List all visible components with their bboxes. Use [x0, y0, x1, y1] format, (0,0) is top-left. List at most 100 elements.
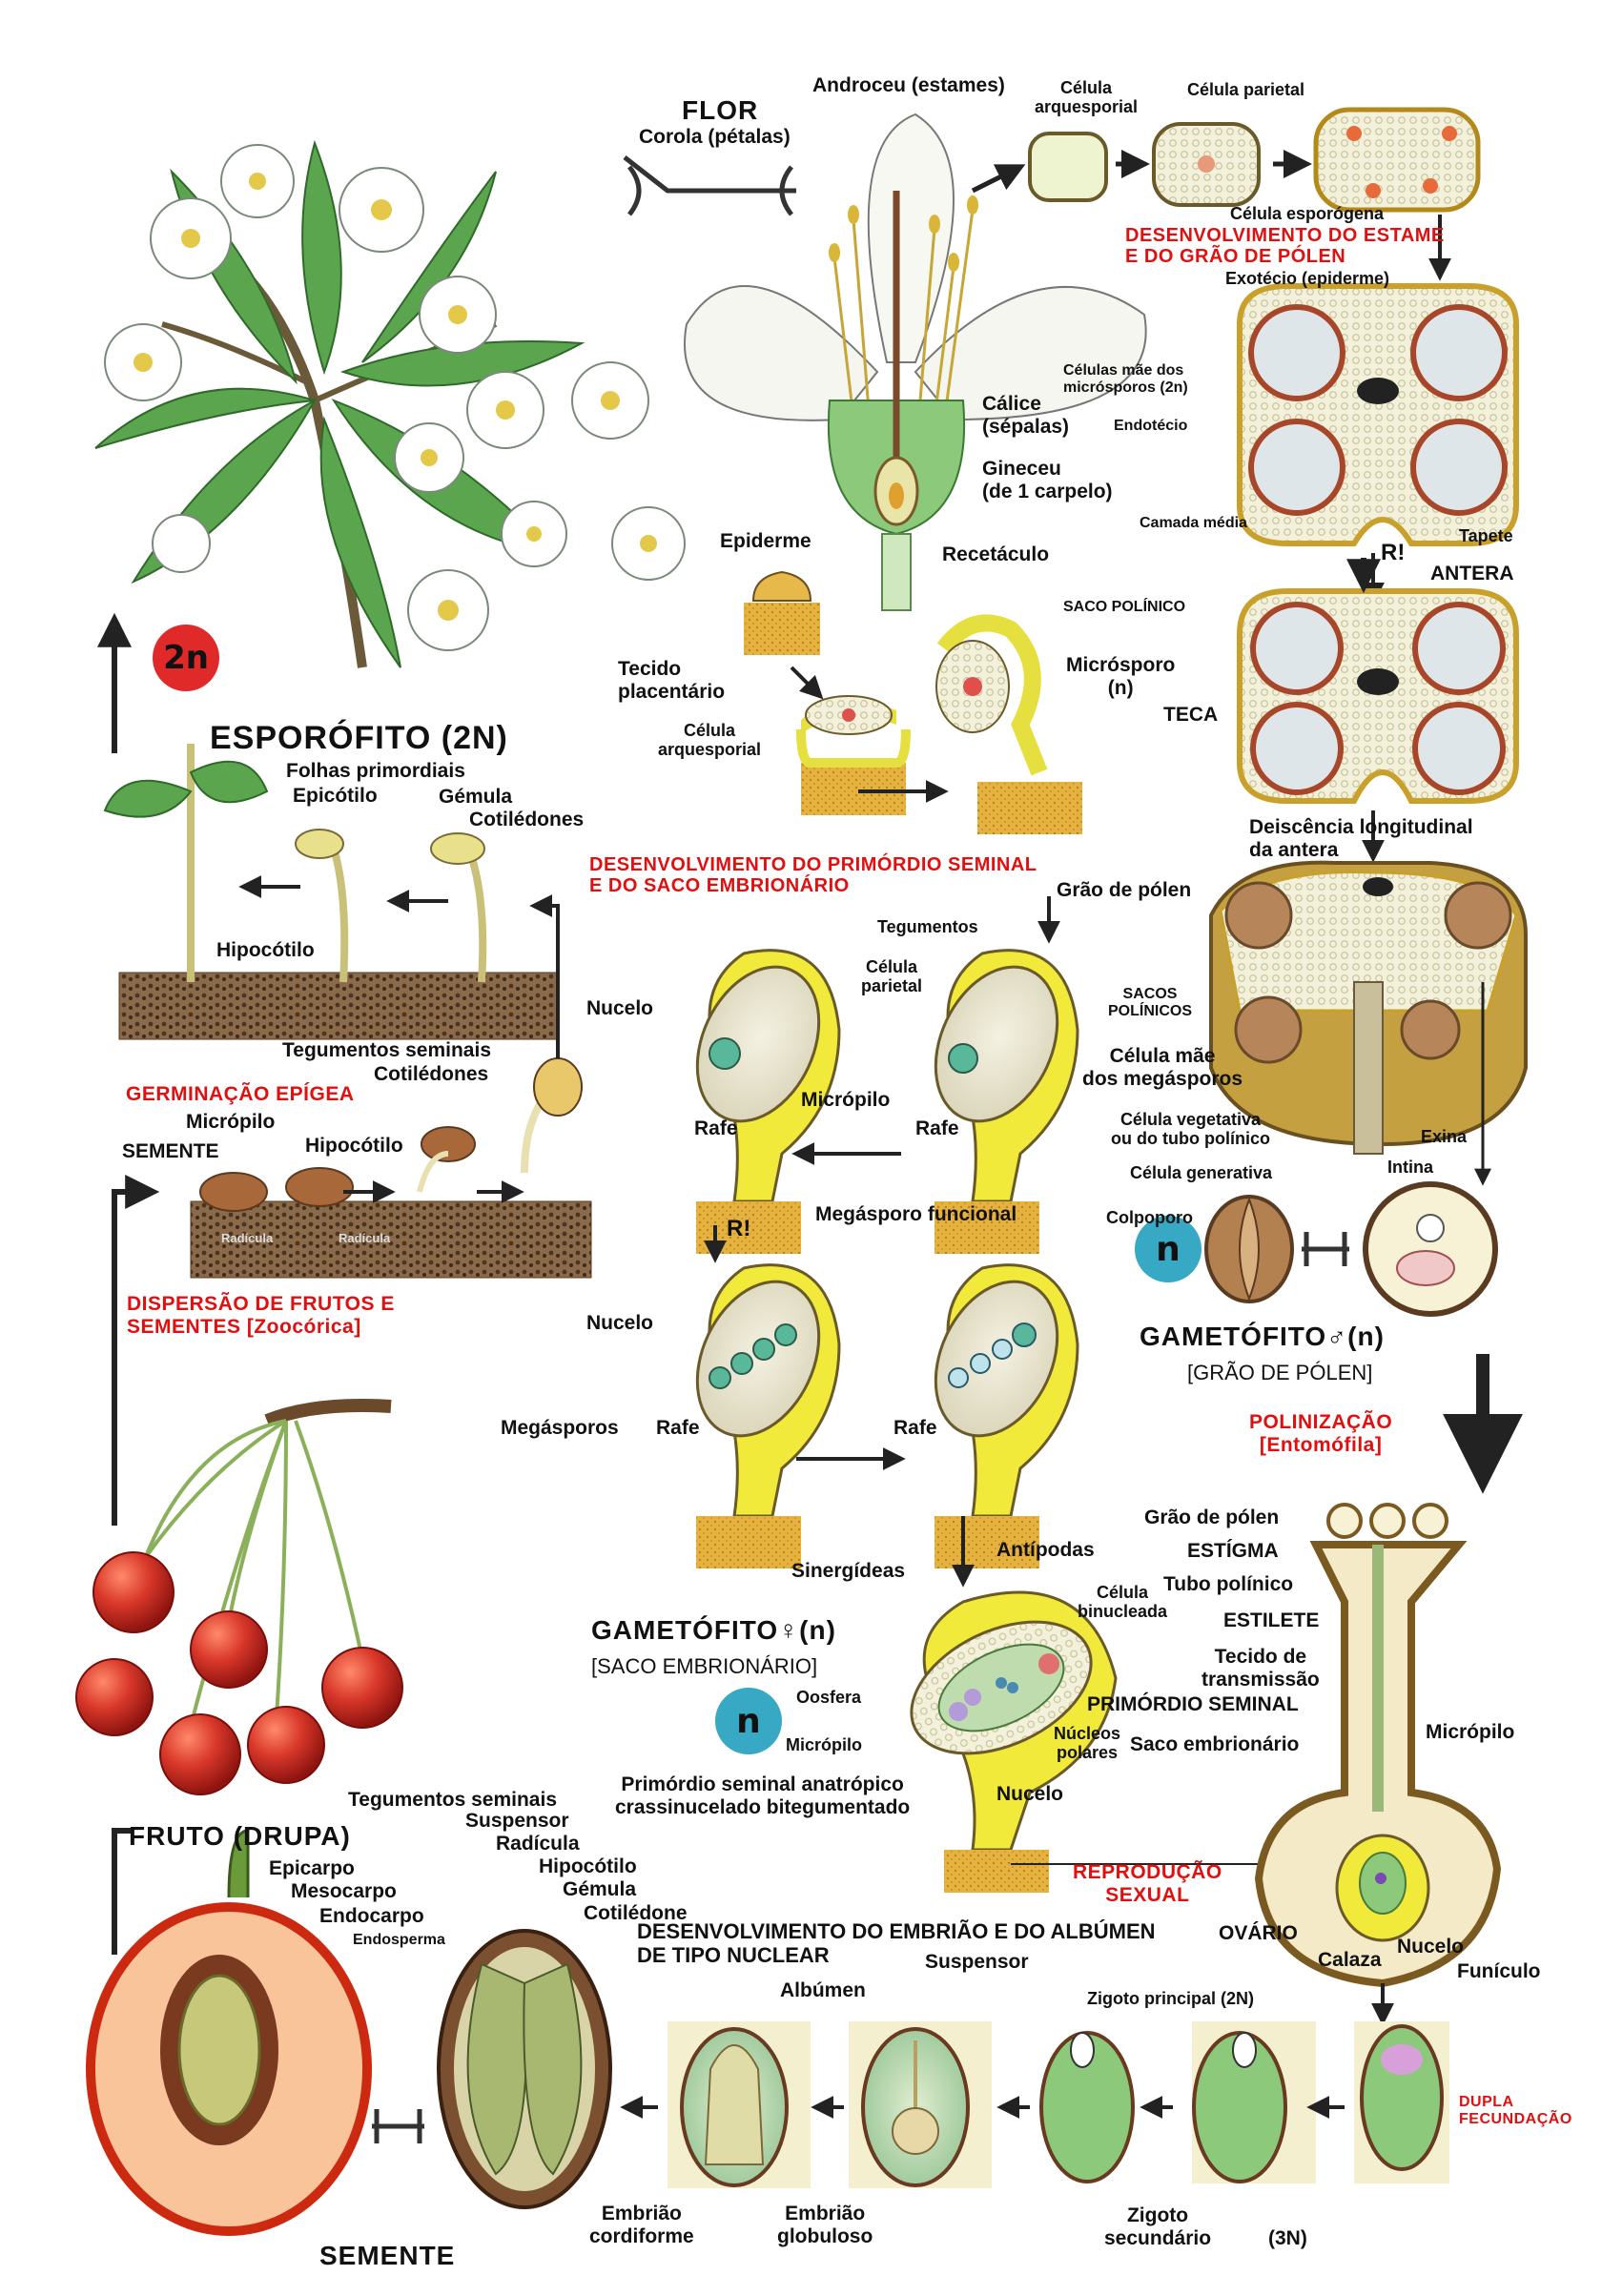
heading-primordio: DESENVOLVIMENTO DO PRIMÓRDIO SEMINAL E D…: [589, 854, 1037, 897]
label-tecido-transmissao: Tecido de transmissão: [1202, 1646, 1320, 1691]
label-sinergideas: Sinergídeas: [791, 1560, 906, 1582]
label-antipodas: Antípodas: [996, 1539, 1095, 1561]
label-micropilo-pistil: Micrópilo: [1426, 1721, 1515, 1743]
heading-dupla-fecundacao: DUPLA FECUNDAÇÃO: [1459, 2094, 1572, 2127]
label-nucelo-pistil: Nucelo: [1397, 1936, 1465, 1958]
label-suspensor-seed: Suspensor: [465, 1810, 569, 1832]
label-calaza: Calaza: [1318, 1949, 1382, 1971]
label-albumen: Albúmen: [780, 1979, 866, 2001]
label-anatropico: Primórdio seminal anatrópico crassinucel…: [615, 1773, 911, 1818]
label-celula-arquesporial-ovule: Célula arquesporial: [658, 721, 762, 760]
drupa-section: [86, 1829, 372, 2236]
label-nucelo-2: Nucelo: [586, 1312, 654, 1334]
label-embriao-globuloso: Embrião globuloso: [777, 2203, 873, 2247]
anther-cross-section-2: [1237, 588, 1519, 804]
label-tegumentos-germ: Tegumentos seminais: [282, 1039, 492, 1061]
label-epicotilo: Epicótilo: [293, 785, 378, 807]
label-saco-embrionario: Saco embrionário: [1130, 1733, 1300, 1755]
label-grao-polen-anther: Grão de pólen: [1057, 879, 1192, 901]
label-tecido-placentario: Tecido placentário: [618, 658, 726, 703]
label-cotiledones-germ: Cotilédones: [374, 1063, 489, 1085]
label-zigoto-principal: Zigoto principal (2N): [1087, 1989, 1254, 2008]
label-radicula-germ-2: Radícula: [339, 1231, 391, 1245]
female-gametophyte-title: GAMETÓFITO♀(n): [591, 1615, 836, 1645]
label-calice: Cálice (sépalas): [982, 393, 1070, 438]
label-grao-polen-pistil: Grão de pólen: [1144, 1507, 1280, 1528]
label-micropilo-2: Micrópilo: [786, 1735, 862, 1754]
germination-series: [190, 1057, 592, 1279]
label-embriao-cordiforme: Embrião cordiforme: [589, 2203, 694, 2247]
label-exina: Exina: [1421, 1127, 1468, 1146]
dehiscent-anther: [1209, 860, 1528, 1155]
label-nucleos-polares: Núcleos polares: [1054, 1724, 1121, 1763]
label-oosfera: Oosfera: [796, 1688, 862, 1707]
embryo-sac-mature: [910, 1590, 1328, 1893]
cherry-branch-illustration: [94, 139, 686, 668]
heading-estame: DESENVOLVIMENTO DO ESTAME E DO GRÃO DE P…: [1125, 225, 1445, 268]
fruit-title: FRUTO (DRUPA): [129, 1821, 351, 1851]
ploidy-badge-2n: 2n: [153, 625, 219, 691]
heading-embriao: DESENVOLVIMENTO DO EMBRIÃO E DO ALBÚMEN …: [637, 1919, 1156, 1967]
label-celulas-mae: Células mãe dos micrósporos (2n): [1063, 362, 1188, 396]
ovule-primordium-early: [744, 570, 1082, 834]
label-tubo-polinico: Tubo polínico: [1163, 1573, 1294, 1595]
label-celula-generativa: Célula generativa: [1130, 1163, 1273, 1182]
stamen-reduction-mark: R!: [1381, 540, 1406, 565]
anther-cross-section-1: [1237, 283, 1519, 546]
label-microsporo: Micrósporo (n): [1066, 654, 1176, 699]
label-rafe-2: Rafe: [915, 1117, 959, 1139]
label-primordio-seminal: PRIMÓRDIO SEMINAL: [1087, 1693, 1299, 1715]
male-gametophyte-title: GAMETÓFITO♂(n): [1140, 1322, 1385, 1351]
ovule-stage-series: [695, 896, 1079, 1588]
label-endotecio: Endotécio: [1114, 418, 1188, 434]
label-recetaculo: Recetáculo: [942, 543, 1050, 565]
sporophyte-title: ESPORÓFITO (2N): [210, 720, 508, 756]
pistil-pollination: [1254, 1354, 1523, 2026]
label-celula-arquesporial: Célula arquesporial: [1035, 78, 1139, 117]
label-nucelo-1: Nucelo: [586, 997, 654, 1019]
label-tegumentos: Tegumentos: [877, 917, 978, 936]
ploidy-badge-male-n: n: [1135, 1216, 1202, 1282]
seedling-series: [103, 744, 560, 1058]
flower-longitudinal-section: [623, 113, 1147, 611]
label-celula-parietal-ovule: Célula parietal: [861, 957, 923, 996]
label-epiderme: Epiderme: [720, 530, 811, 552]
label-rafe-1: Rafe: [694, 1117, 738, 1139]
label-intina: Intina: [1387, 1158, 1433, 1177]
label-gemula-seedling: Gémula: [439, 786, 513, 808]
label-celula-parietal: Célula parietal: [1187, 80, 1305, 99]
cherries-illustration: [75, 1399, 403, 1795]
label-hipocotilo-seedling: Hipocótilo: [216, 939, 315, 961]
label-hipocotilo-germ: Hipocótilo: [305, 1135, 403, 1157]
label-micropilo-germ: Micrópilo: [186, 1111, 276, 1133]
label-tres-n: (3N): [1268, 2227, 1307, 2249]
lifecycle-arrows: [97, 558, 1381, 1955]
label-saco-polinico: SACO POLÍNICO: [1063, 599, 1186, 615]
label-saco-bracket: [SACO EMBRIONÁRIO]: [591, 1654, 818, 1678]
label-exotecio: Exotécio (epiderme): [1225, 269, 1390, 288]
label-celula-binucleada: Célula binucleada: [1078, 1583, 1168, 1622]
heading-dispersao: DISPERSÃO DE FRUTOS E SEMENTES [Zoocóric…: [127, 1293, 395, 1338]
label-radicula-germ-1: Radícula: [221, 1231, 274, 1245]
label-zigoto-secundario: Zigoto secundário: [1104, 2204, 1212, 2249]
label-tapete: Tapete: [1459, 526, 1513, 545]
label-nucelo-3: Nucelo: [996, 1783, 1064, 1805]
label-tegumentos-seminais-seed: Tegumentos seminais: [348, 1789, 558, 1811]
embryo-development-series: [620, 2021, 1449, 2188]
label-semente-germ: SEMENTE: [122, 1140, 219, 1162]
label-celula-mae-megasporos: Célula mãe dos megásporos: [1082, 1045, 1243, 1090]
seed-section: [372, 1929, 612, 2209]
label-camada-media: Camada média: [1140, 515, 1247, 531]
label-cotiledones-seedling: Cotilédones: [469, 809, 585, 830]
heading-germinacao: GERMINAÇÃO EPÍGEA: [126, 1083, 355, 1105]
flower-title: FLOR: [682, 95, 759, 125]
ovule-reduction-mark: R!: [727, 1216, 751, 1241]
label-rafe-4: Rafe: [893, 1417, 937, 1439]
label-gemula-seed: Gémula: [563, 1878, 637, 1900]
stamen-development-series: [971, 107, 1481, 281]
label-colpoporo: Colpoporo: [1106, 1208, 1193, 1227]
label-gineceu: Gineceu (de 1 carpelo): [982, 458, 1113, 502]
pollen-grain-illustration: [1204, 982, 1498, 1317]
